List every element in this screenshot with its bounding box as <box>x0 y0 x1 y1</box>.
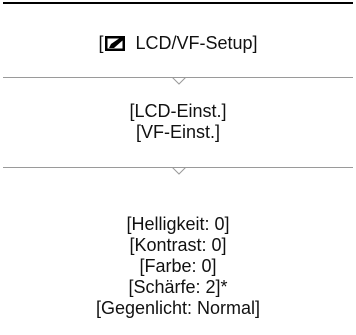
setting-brightness: [Helligkeit: 0] <box>126 214 230 234</box>
settings-list: [Helligkeit: 0] [Kontrast: 0] [Farbe: 0]… <box>0 214 356 319</box>
setting-backlight: [Gegenlicht: Normal] <box>95 298 261 318</box>
chevron-down-icon <box>172 167 186 175</box>
header-open-bracket: [ <box>98 33 104 53</box>
divider-1 <box>3 77 353 78</box>
setting-contrast: [Kontrast: 0] <box>129 235 227 255</box>
setting-sharpness: [Schärfe: 2]* <box>128 277 228 297</box>
top-rule <box>3 2 353 4</box>
setting-color: [Farbe: 0] <box>139 256 217 276</box>
lcd-pencil-icon <box>105 36 126 51</box>
chevron-down-icon <box>172 77 186 85</box>
header-title: LCD/VF-Setup] <box>130 33 258 53</box>
divider-2 <box>3 167 353 168</box>
menu-header: [ LCD/VF-Setup] <box>0 33 356 54</box>
submenu-item-vf: [VF-Einst.] <box>135 122 220 142</box>
submenu-list: [LCD-Einst.] [VF-Einst.] <box>0 101 356 143</box>
submenu-item-lcd: [LCD-Einst.] <box>129 101 227 121</box>
